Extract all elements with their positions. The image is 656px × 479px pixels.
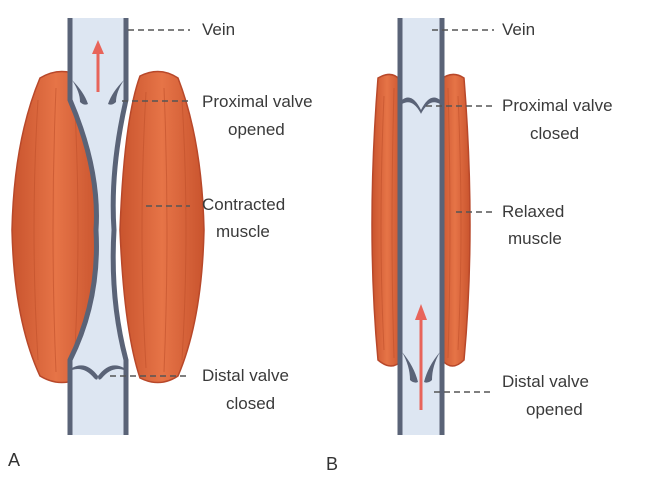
label-distal-valve-b: Distal valve — [502, 372, 589, 391]
label-muscle-type-b: muscle — [508, 229, 562, 248]
label-proximal-state-a: opened — [228, 120, 285, 139]
label-vein-b: Vein — [502, 20, 535, 39]
panel-letter-b: B — [326, 454, 338, 475]
panel-a — [12, 18, 204, 435]
label-muscle-type-a: muscle — [216, 222, 270, 241]
label-vein-a: Vein — [202, 20, 235, 39]
contracted-muscle-right — [120, 71, 204, 382]
label-distal-valve-a: Distal valve — [202, 366, 289, 385]
label-distal-state-b: opened — [526, 400, 583, 419]
label-proximal-valve-b: Proximal valve — [502, 96, 613, 115]
label-distal-state-a: closed — [226, 394, 275, 413]
panel-letter-a: A — [8, 450, 20, 471]
label-proximal-valve-a: Proximal valve — [202, 92, 313, 111]
panel-b — [372, 18, 494, 435]
label-proximal-state-b: closed — [530, 124, 579, 143]
label-muscle-a: Contracted — [202, 195, 285, 214]
label-muscle-b: Relaxed — [502, 202, 564, 221]
